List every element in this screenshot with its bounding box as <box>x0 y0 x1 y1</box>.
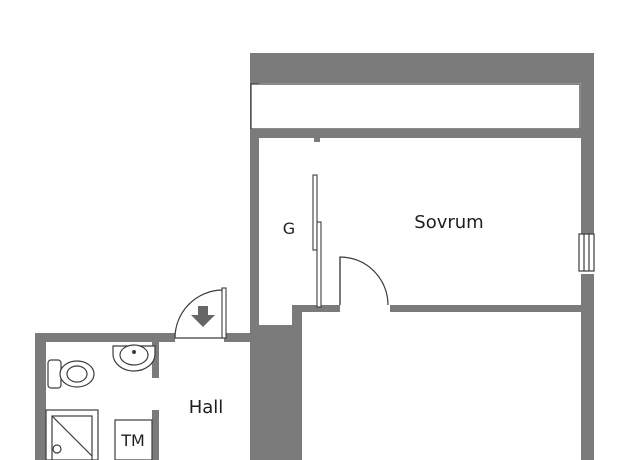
wardrobe-door-icon <box>312 174 322 308</box>
bathroom-left-wall <box>35 333 46 460</box>
bedroom-bottom-wall-left <box>292 305 340 312</box>
entrance-arrow-icon <box>191 306 215 327</box>
room-label-hall: Hall <box>189 397 224 418</box>
left-upper-wall <box>250 53 259 334</box>
hall-top-wall-right <box>224 333 259 342</box>
room-label-tm: TM <box>120 431 145 450</box>
top-balcony-strip <box>250 83 581 130</box>
top-exterior-wall <box>250 53 594 83</box>
shower-icon <box>45 409 99 460</box>
bathroom-divider-upper <box>152 342 159 378</box>
room-label-sovrum: Sovrum <box>414 212 483 233</box>
closet-bottom-wall <box>259 325 299 334</box>
toilet-icon <box>47 359 95 389</box>
central-wall <box>250 334 302 460</box>
bedroom-bottom-wall <box>390 305 594 312</box>
sink-icon <box>112 344 156 372</box>
washing-machine-box <box>114 419 153 460</box>
hall-top-wall-left <box>35 333 175 342</box>
room-label-garderob: G <box>283 219 295 238</box>
bedroom-top-wall <box>250 129 594 138</box>
window-icon <box>578 233 595 272</box>
closet-divider-top <box>314 138 320 142</box>
door-swing-icon <box>339 256 389 306</box>
bathroom-divider-lower <box>152 410 159 460</box>
